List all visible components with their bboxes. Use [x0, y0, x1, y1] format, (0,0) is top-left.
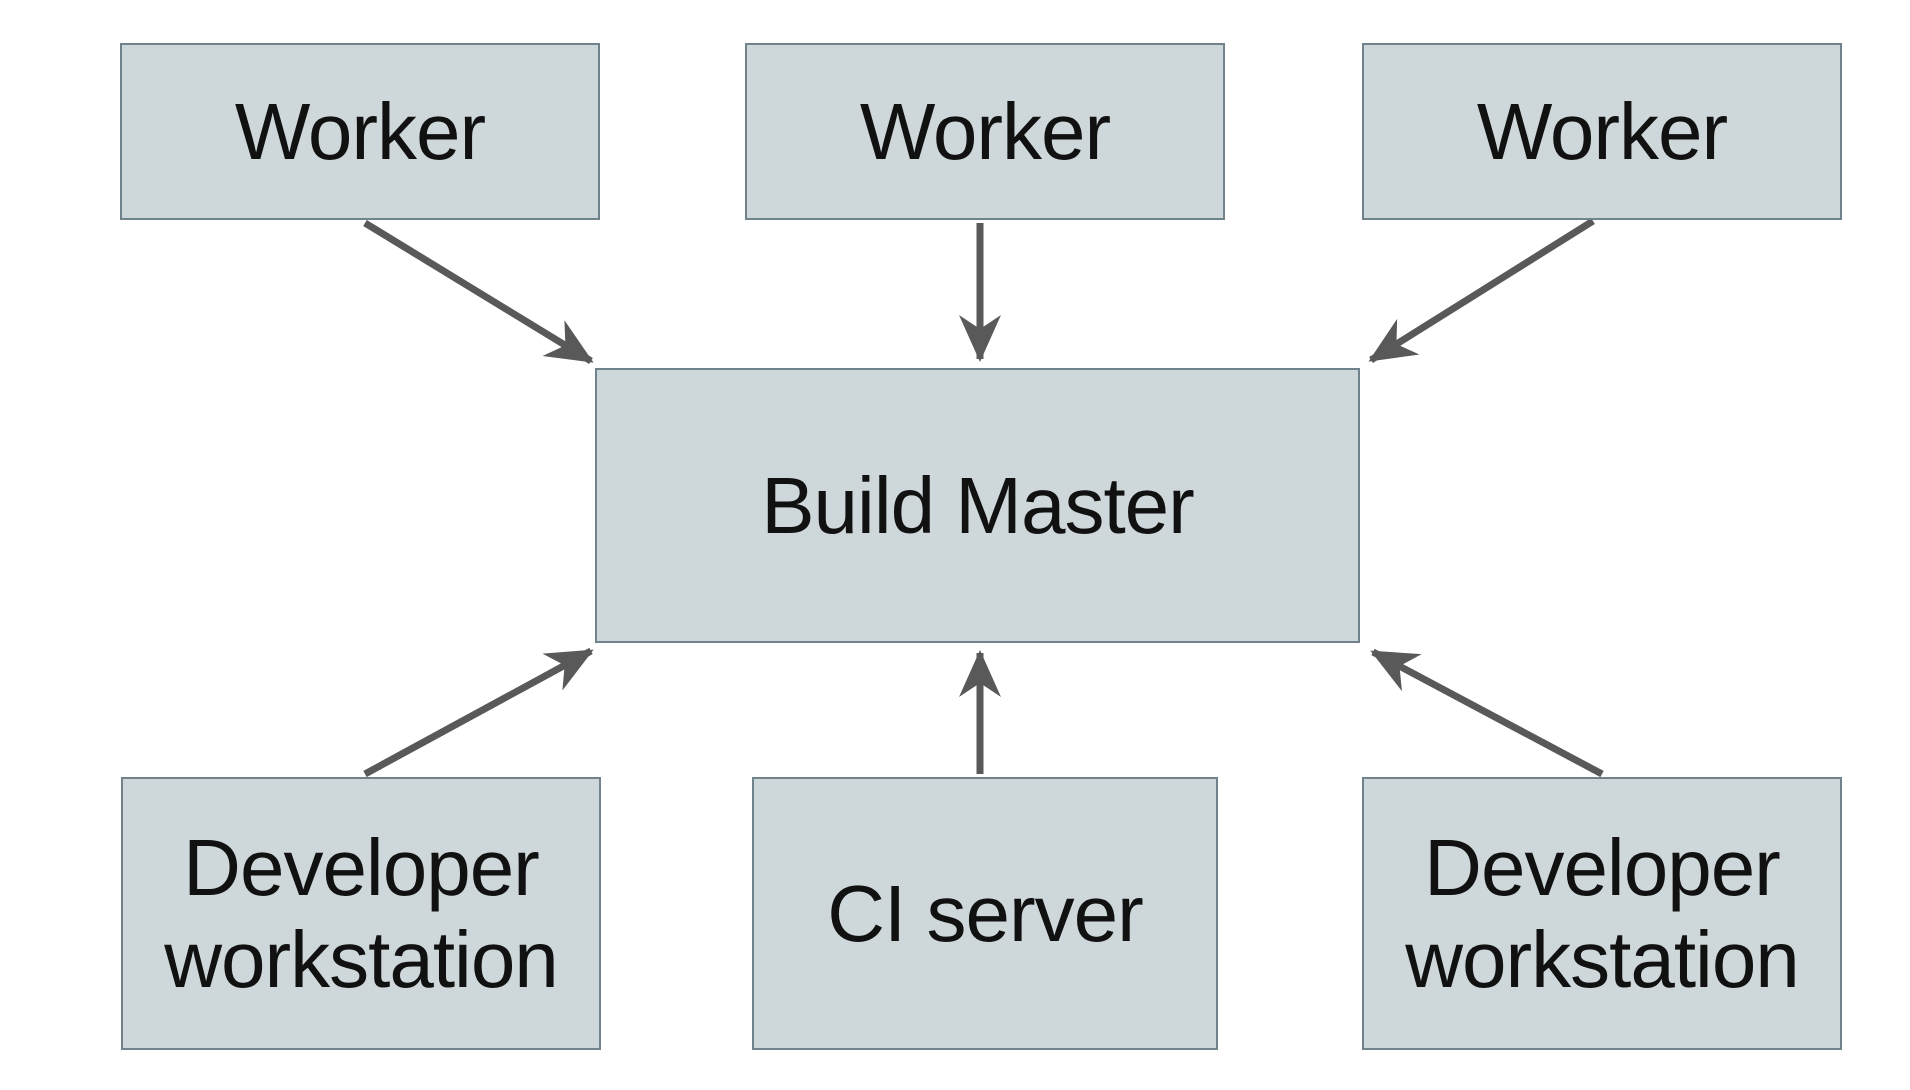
node-worker-2: Worker [745, 43, 1225, 220]
node-developer-workstation-right-label: Developer workstation [1405, 822, 1800, 1004]
node-build-master-label: Build Master [761, 460, 1195, 550]
node-worker-1: Worker [120, 43, 600, 220]
arrow-worker-1-to-build-master [363, 220, 594, 364]
node-worker-3-label: Worker [1476, 86, 1728, 176]
node-worker-3: Worker [1362, 43, 1842, 220]
arrow-developer-workstation-right-to-build-master [1370, 648, 1604, 778]
node-developer-workstation-right: Developer workstation [1362, 777, 1842, 1050]
node-ci-server: CI server [752, 777, 1218, 1050]
node-build-master: Build Master [595, 368, 1360, 643]
node-worker-1-label: Worker [234, 86, 486, 176]
arrow-worker-3-to-build-master [1368, 218, 1595, 363]
node-worker-2-label: Worker [859, 86, 1111, 176]
node-developer-workstation-left-label: Developer workstation [164, 822, 559, 1004]
node-developer-workstation-left: Developer workstation [121, 777, 601, 1050]
arrow-developer-workstation-left-to-build-master [363, 647, 594, 778]
node-ci-server-label: CI server [827, 868, 1143, 958]
